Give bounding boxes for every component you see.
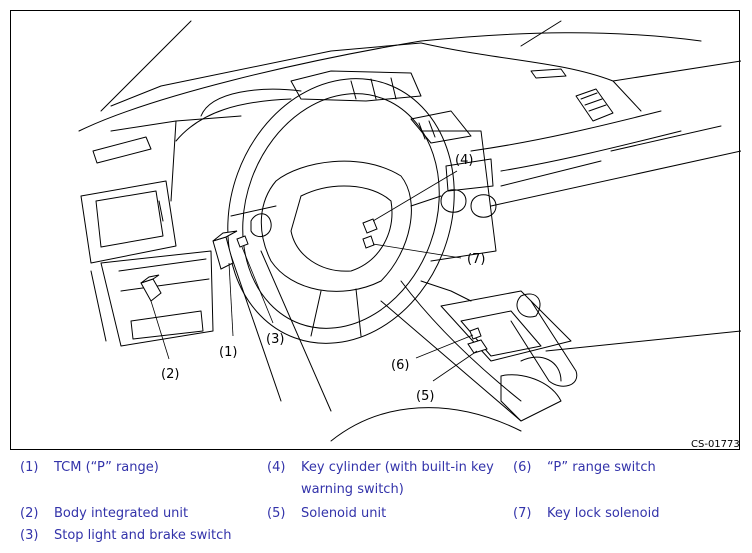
- legend-label-3: Stop light and brake switch: [54, 528, 232, 543]
- legend-num-4: (4): [267, 460, 286, 475]
- callout-6: (6): [391, 358, 409, 373]
- legend-label-5: Solenoid unit: [301, 506, 387, 521]
- callout-2: (2): [161, 367, 179, 382]
- legend-num-7: (7): [513, 506, 532, 521]
- legend-num-5: (5): [267, 506, 286, 521]
- tcm-part: [212, 236, 234, 270]
- legend-num-6: (6): [513, 460, 532, 475]
- callout-5: (5): [416, 389, 434, 404]
- callout-4: (4): [455, 153, 473, 168]
- legend-label-6: “P” range switch: [547, 460, 656, 475]
- solenoid-unit-part: [467, 339, 488, 354]
- legend-num-3: (3): [20, 528, 39, 543]
- legend-num-2: (2): [20, 506, 39, 521]
- figure-frame: (1) (2) (3) (4) (5) (6) (7) CS-01773: [10, 10, 741, 450]
- legend-label-2: Body integrated unit: [54, 506, 189, 521]
- callout-7: (7): [467, 252, 485, 267]
- figure-code: CS-01773: [691, 439, 740, 450]
- legend-label-4: Key cylinder (with built-in key warning …: [301, 460, 494, 497]
- callout-3: (3): [266, 332, 284, 347]
- dashboard-line-drawing: (1) (2) (3) (4) (5) (6) (7) CS-01773: [78, 20, 741, 450]
- p-range-switch-part: [469, 327, 482, 340]
- legend-label-7: Key lock solenoid: [547, 506, 660, 521]
- legend-item-4: (4) Key cylinder (with built-in key warn…: [267, 457, 507, 501]
- callout-1: (1): [219, 345, 237, 360]
- legend: (1) TCM (“P” range) (2) Body integrated …: [0, 455, 752, 553]
- key-lock-solenoid-part: [362, 235, 375, 249]
- legend-num-1: (1): [20, 460, 39, 475]
- legend-label-1: TCM (“P” range): [54, 460, 159, 475]
- stop-light-switch-part: [236, 235, 249, 248]
- key-cylinder-part: [362, 218, 378, 234]
